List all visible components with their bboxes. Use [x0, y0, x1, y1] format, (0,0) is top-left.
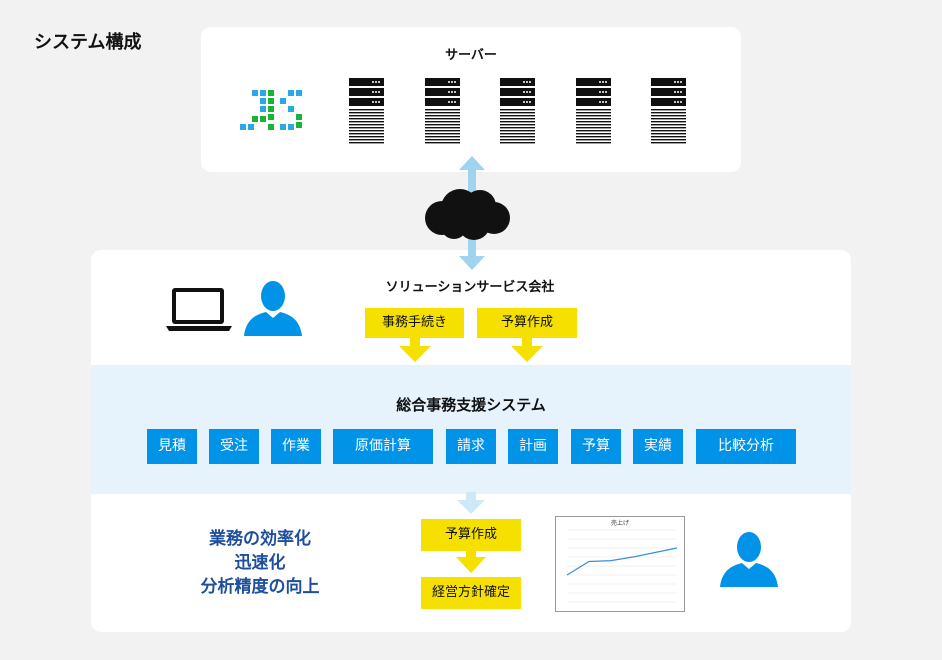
module-button[interactable]: 見積: [147, 429, 197, 464]
chart-title: 売上げ: [611, 519, 629, 527]
benefit-line: 迅速化: [234, 553, 286, 573]
benefits-text: 業務の効率化 迅速化 分析精度の向上: [170, 527, 350, 599]
server-panel-title: サーバー: [445, 48, 497, 63]
server-icon: [500, 78, 535, 144]
module-button[interactable]: 実績: [633, 429, 683, 464]
module-button[interactable]: 予算: [571, 429, 621, 464]
system-title: 総合事務支援システム: [396, 396, 546, 414]
module-button[interactable]: 請求: [446, 429, 496, 464]
cloud-icon: [425, 189, 510, 240]
page-title: システム構成: [34, 32, 142, 53]
down-arrow-icon: [456, 551, 486, 573]
provider-title: ソリューションサービス会社: [385, 280, 555, 295]
module-button[interactable]: 原価計算: [333, 429, 433, 464]
user-icon: [720, 532, 778, 587]
user-icon: [244, 281, 302, 336]
tag-box: 予算作成: [477, 308, 577, 338]
server-icon: [349, 78, 384, 144]
tag-box: 事務手続き: [365, 308, 464, 338]
module-button[interactable]: 受注: [209, 429, 259, 464]
server-icon: [425, 78, 460, 144]
server-icon: [576, 78, 611, 144]
down-arrow-icon: [399, 338, 431, 362]
sales-line-chart: 売上げ: [555, 516, 685, 612]
laptop-icon: [166, 288, 232, 331]
module-button[interactable]: 作業: [271, 429, 321, 464]
flow-step-box: 予算作成: [421, 519, 521, 551]
down-arrow-icon: [511, 338, 543, 362]
server-icon: [651, 78, 686, 144]
benefit-line: 分析精度の向上: [200, 577, 320, 597]
jts-logo: [240, 90, 302, 130]
benefit-line: 業務の効率化: [209, 529, 311, 549]
down-arrow-icon: [457, 492, 485, 514]
module-button[interactable]: 比較分析: [696, 429, 796, 464]
flow-step-box: 経営方針確定: [421, 577, 521, 609]
chart-series-line: [566, 547, 678, 576]
module-button[interactable]: 計画: [508, 429, 558, 464]
